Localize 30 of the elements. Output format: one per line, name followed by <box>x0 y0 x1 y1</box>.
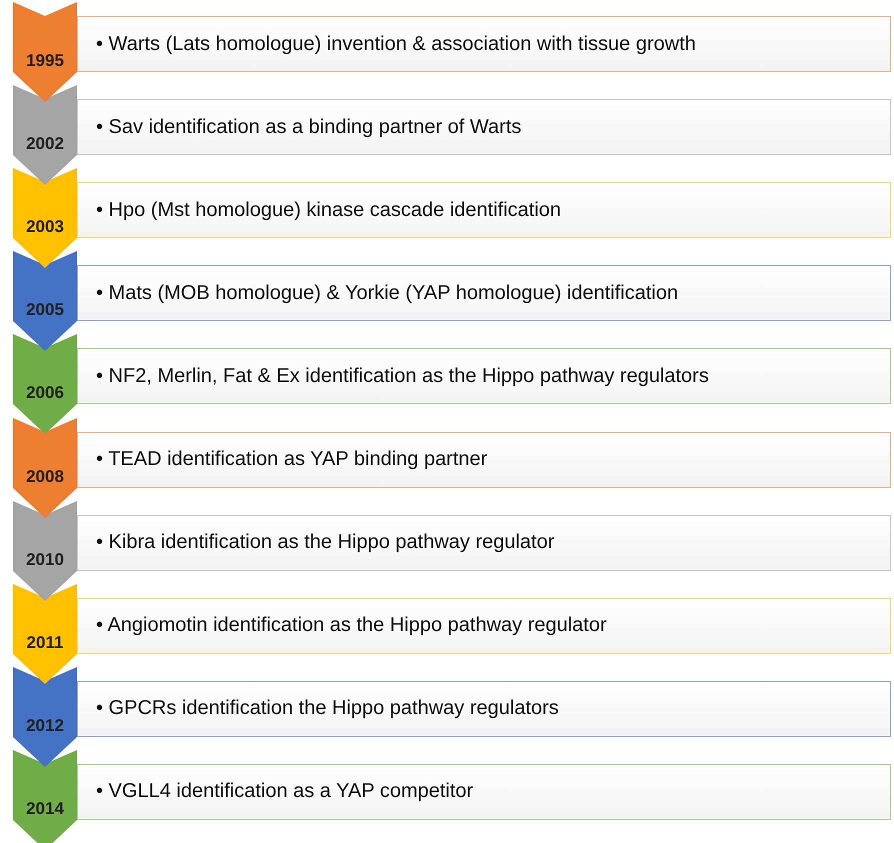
event-text: • VGLL4 identification as a YAP competitor <box>95 780 474 804</box>
year-label: 2014 <box>25 798 65 819</box>
event-box <box>77 764 891 820</box>
year-label: 2003 <box>25 217 65 238</box>
year-label: 1995 <box>25 51 65 71</box>
event-text: • Hpo (Mst homologue) kinase cascade identification <box>95 198 562 222</box>
year-label: 2002 <box>25 134 65 154</box>
event-box <box>77 99 891 156</box>
event-text: • NF2, Merlin, Fat & Ex identification as the Hippo pathway regulators <box>95 364 709 388</box>
event-text: • GPCRs identification the Hippo pathway regulators <box>95 697 559 720</box>
year-label: 2010 <box>25 550 65 570</box>
event-box <box>77 514 891 571</box>
event-box <box>77 182 891 238</box>
year-label: 2011 <box>26 632 64 653</box>
year-label: 2005 <box>25 300 65 320</box>
event-text: • Sav identification as a binding partner of Warts <box>95 116 522 139</box>
event-text: • Warts (Lats homologue) invention & association with tissue growth <box>95 32 696 56</box>
event-box <box>77 265 891 322</box>
event-box <box>77 16 891 72</box>
event-box <box>77 598 891 654</box>
event-text: • TEAD identification as YAP binding partner <box>95 448 488 471</box>
year-label: 2008 <box>25 466 65 486</box>
event-box <box>77 348 891 404</box>
event-box <box>77 680 891 737</box>
event-text: • Angiomotin identification as the Hippo pathway regulator <box>95 614 607 638</box>
event-text: • Mats (MOB homologue) & Yorkie (YAP homologue) identification <box>95 282 678 305</box>
year-label: 2006 <box>25 383 65 404</box>
event-text: • Kibra identification as the Hippo pathway regulator <box>95 531 554 554</box>
year-label: 2012 <box>25 716 65 736</box>
event-box <box>77 432 891 488</box>
